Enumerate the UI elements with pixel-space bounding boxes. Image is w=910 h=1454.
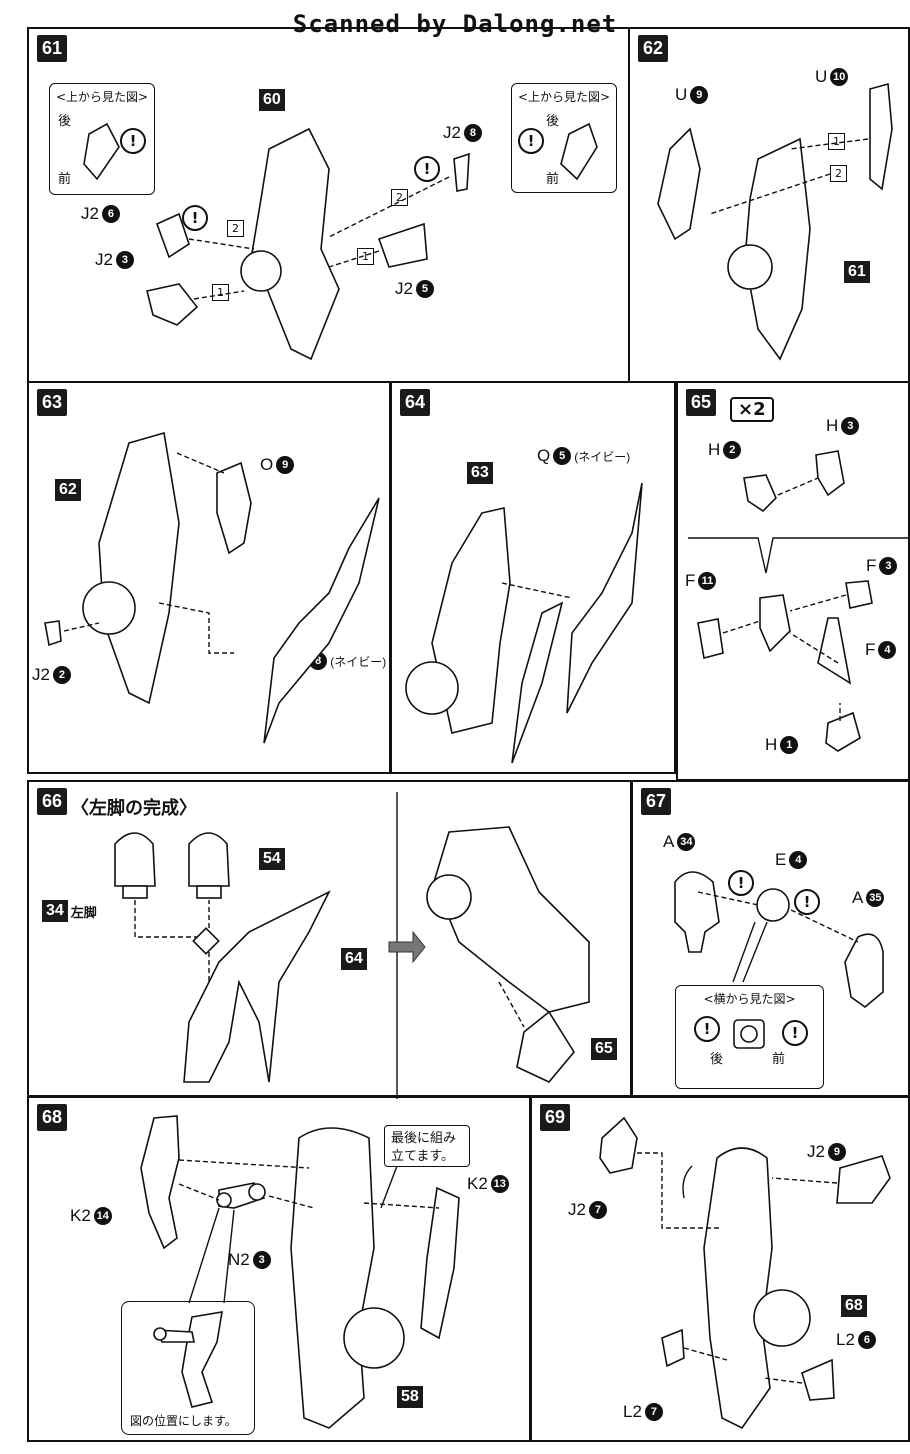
part-ref-61: 61: [844, 261, 870, 283]
front-label: 前: [546, 172, 560, 187]
caution-icon: !: [518, 128, 544, 154]
order-marker: 1: [828, 133, 845, 150]
step-66-illustration: [114, 792, 590, 1099]
order-marker: 2: [391, 189, 408, 206]
step-number: 61: [37, 35, 68, 62]
callout-title: <横から見た図>: [703, 992, 796, 1006]
step-number: 65: [686, 389, 717, 416]
side-view-diagram: [733, 1019, 765, 1049]
order-marker: 1: [212, 284, 229, 301]
order-marker: 2: [830, 165, 847, 182]
front-label: 前: [58, 172, 72, 187]
order-marker: 1: [357, 248, 374, 265]
caution-icon: !: [728, 870, 754, 896]
step-number: 63: [37, 389, 68, 416]
side-view-callout: <横から見た図> ! ! 後 前: [675, 985, 824, 1089]
step-number: 69: [540, 1104, 571, 1131]
caution-icon: !: [782, 1020, 808, 1046]
step-number: 62: [638, 35, 669, 62]
order-marker: 2: [227, 220, 244, 237]
position-detail-diagram: [153, 1311, 223, 1408]
position-detail-callout: 図の位置にします。: [121, 1301, 255, 1435]
step-62-illustration: [657, 82, 893, 361]
step-64-illustration: [405, 482, 643, 764]
caution-icon: !: [120, 128, 146, 154]
part-ref-65: 65: [591, 1038, 617, 1060]
left-leg-label: 34 左脚: [42, 900, 97, 922]
multiplier-badge: ×2: [730, 397, 774, 422]
front-label: 前: [772, 1052, 786, 1067]
part-ref-58: 58: [397, 1386, 423, 1408]
part-ref-63: 63: [467, 462, 493, 484]
part-ref-64: 64: [341, 948, 367, 970]
back-label: 後: [58, 114, 72, 129]
part-ref-68: 68: [841, 1295, 867, 1317]
part-ref-62: 62: [55, 479, 81, 501]
top-view-callout-left: <上から見た図> 後 前 !: [49, 83, 155, 195]
step-63-illustration: [44, 431, 380, 744]
callout-title: <上から見た図>: [55, 90, 149, 104]
step-69-illustration: [599, 1116, 891, 1430]
step-number: 66: [37, 788, 68, 815]
watermark: Scanned by Dalong.net: [292, 10, 618, 38]
position-note: 図の位置にします。: [130, 1414, 237, 1428]
top-view-callout-right: <上から見た図> 後 前 !: [511, 83, 617, 193]
part-ref-54: 54: [259, 848, 285, 870]
callout-title: <上から見た図>: [517, 90, 611, 104]
caution-icon: !: [694, 1016, 720, 1042]
back-label: 後: [546, 114, 560, 129]
caution-icon: !: [414, 156, 440, 182]
caution-icon: !: [182, 205, 208, 231]
caution-icon: !: [794, 889, 820, 915]
step-title: 〈左脚の完成〉: [71, 798, 197, 819]
step-66-panel: 66 〈左脚の完成〉 34 左脚 54 64 65: [27, 780, 632, 1099]
back-label: 後: [710, 1052, 724, 1067]
step-number: 67: [641, 788, 672, 815]
assemble-last-note: 最後に組み立てます。: [384, 1125, 470, 1167]
step-number: 64: [400, 389, 431, 416]
step-number: 68: [37, 1104, 68, 1131]
part-ref-60: 60: [259, 89, 285, 111]
